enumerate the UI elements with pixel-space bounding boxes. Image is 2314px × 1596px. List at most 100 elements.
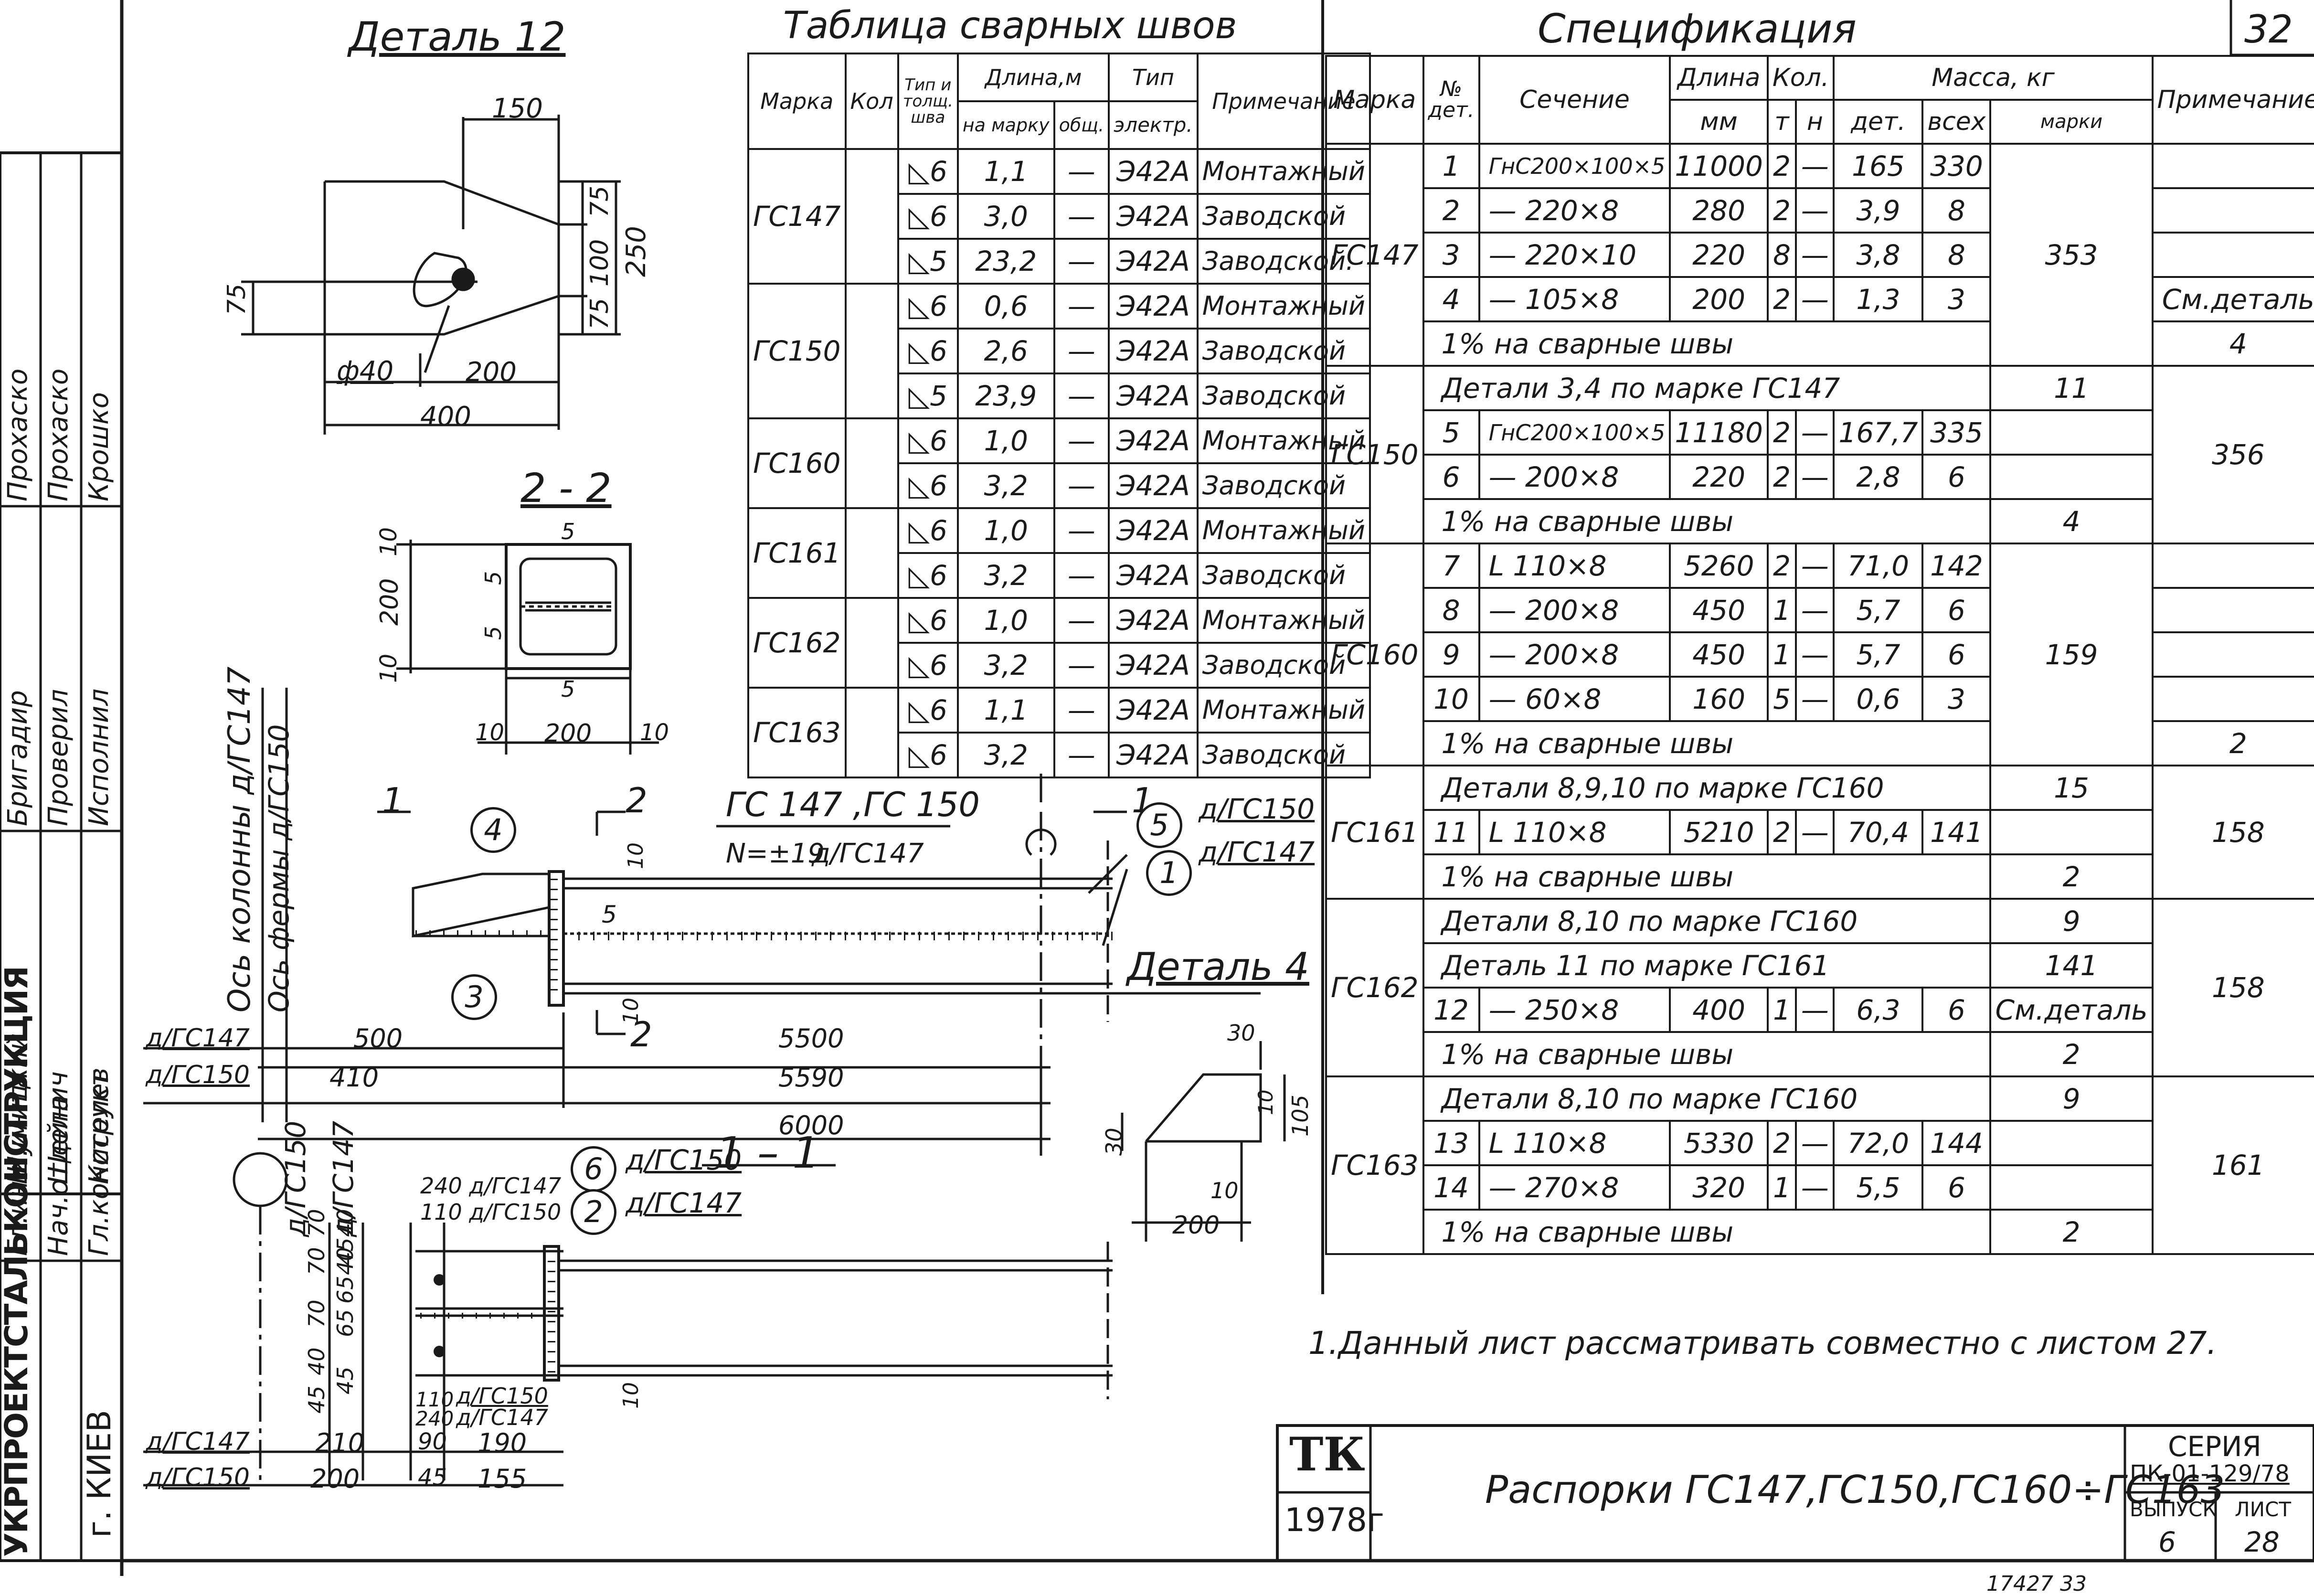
weld-type: ◺6 (897, 328, 959, 374)
spec-t: 1 (1766, 587, 1797, 633)
spec-mass: 159 (1989, 543, 2154, 766)
spec-col-section: Сечение (1478, 55, 1671, 145)
spec-all: 144 (1921, 1120, 1992, 1166)
col-length: Длина,м (956, 53, 1110, 102)
spec-t: 2 (1766, 143, 1797, 189)
spec-group-text: Детали 8,10 по марке ГС160 (1422, 898, 1992, 944)
spec-num: 2 (1422, 187, 1480, 234)
spec-group-text: Детали 8,9,10 по марке ГС160 (1422, 765, 1992, 811)
stamp-text: Киселев (84, 1067, 115, 1184)
weld-len: 3,0 (956, 193, 1055, 240)
mark-label: д/ГС150 (626, 1144, 742, 1176)
series-value: ПК-01-129/78 (2130, 1460, 2290, 1487)
spec-det: 5,5 (1833, 1164, 1924, 1211)
weld-type: ◺6 (897, 687, 959, 734)
dim-label: 40 (332, 1209, 358, 1237)
weld-el: Э42А (1108, 507, 1199, 554)
spec-t: 1 (1766, 1164, 1797, 1211)
row-label: д/ГС150 (146, 1061, 250, 1089)
weld-type: ◺6 (897, 283, 959, 330)
spec-all: 2 (1989, 1031, 2154, 1077)
spec-note (1989, 409, 2154, 456)
spec-all: 142 (1921, 543, 1992, 589)
stamp-text: Крошко (84, 392, 115, 501)
spec-n: — (1795, 143, 1835, 189)
spec-col-mass: Масса, кг (1833, 55, 2154, 101)
spec-all: 8 (1921, 187, 1992, 234)
dim-label: 90 (418, 1428, 447, 1455)
dim-label: 150 (492, 93, 543, 124)
spec-all: 2 (1989, 1209, 2154, 1255)
spec-note (2151, 631, 2314, 678)
spec-det: 5,7 (1833, 587, 1924, 633)
spec-mark: ГС150 (1325, 365, 1424, 544)
spec-det: 70,4 (1833, 809, 1924, 855)
spec-note: См.деталь (2151, 276, 2314, 322)
spec-len: 160 (1669, 676, 1769, 722)
spec-mass: 161 (2151, 1075, 2314, 1255)
weld-el: Э42А (1108, 552, 1199, 599)
spec-n: — (1795, 676, 1835, 722)
spec-all: 2 (2151, 720, 2314, 766)
spec-n: — (1795, 1164, 1835, 1211)
weld-tot: — (1053, 462, 1110, 509)
spec-note: См.деталь (1989, 987, 2154, 1033)
spec-n: — (1795, 809, 1835, 855)
spec-all: 141 (1989, 942, 2154, 989)
callout-4: 4 (470, 807, 516, 853)
spec-title: Спецификация (1538, 5, 1857, 52)
dim-label: 10 (1254, 1089, 1277, 1115)
spec-len: 5260 (1669, 543, 1769, 589)
weld-type: ◺6 (897, 597, 959, 644)
spec-det: 0,6 (1833, 676, 1924, 722)
dim-label: 400 (420, 401, 471, 432)
weld-qty (844, 687, 899, 778)
dim-label: 105 (1287, 1095, 1313, 1137)
elevation-force: N=±19 (726, 838, 825, 869)
spec-len: 400 (1669, 987, 1769, 1033)
dim-label: 10 (375, 527, 402, 556)
weld-tot: — (1053, 238, 1110, 285)
dim-label: 10 (640, 719, 669, 746)
spec-n: — (1795, 1120, 1835, 1166)
callout-3: 3 (451, 974, 497, 1020)
weld-len: 3,2 (956, 732, 1055, 778)
spec-section: — 105×8 (1478, 276, 1671, 322)
spec-num: 9 (1422, 631, 1480, 678)
weld-type: ◺6 (897, 417, 959, 464)
dim-label: 110 (415, 1388, 454, 1411)
spec-group-text: Деталь 11 по марке ГС161 (1422, 942, 1992, 989)
spec-mark: ГС162 (1325, 898, 1424, 1077)
stamp-text: Исполнил (84, 688, 115, 826)
spec-num: 10 (1422, 676, 1480, 722)
section11-title: 1 – 1 (716, 1128, 820, 1178)
weld-mark: ГС150 (747, 283, 847, 419)
spec-group-text: 1% на сварные швы (1422, 853, 1992, 900)
weld-tot: — (1053, 417, 1110, 464)
weld-tot: — (1053, 193, 1110, 240)
mark-label: д/ГС147 (626, 1187, 742, 1219)
spec-num: 7 (1422, 543, 1480, 589)
dim-label: 65 (332, 1276, 358, 1304)
spec-section: — 220×8 (1478, 187, 1671, 234)
spec-t: 2 (1766, 543, 1797, 589)
mark-label: 240 д/ГС147 (420, 1173, 562, 1199)
weld-tot: — (1053, 732, 1110, 778)
spec-len: 220 (1669, 454, 1769, 500)
weld-el: Э42А (1108, 462, 1199, 509)
spec-t: 2 (1766, 409, 1797, 456)
spec-mark: ГС163 (1325, 1075, 1424, 1255)
weld-len: 23,9 (956, 372, 1055, 419)
spec-det: 5,7 (1833, 631, 1924, 678)
section-arrow-label: 1 (382, 780, 404, 820)
col-type: Тип и толщ. шва (897, 53, 959, 150)
spec-mark: ГС160 (1325, 543, 1424, 766)
detail4-label: Деталь 4 (1127, 945, 1309, 989)
